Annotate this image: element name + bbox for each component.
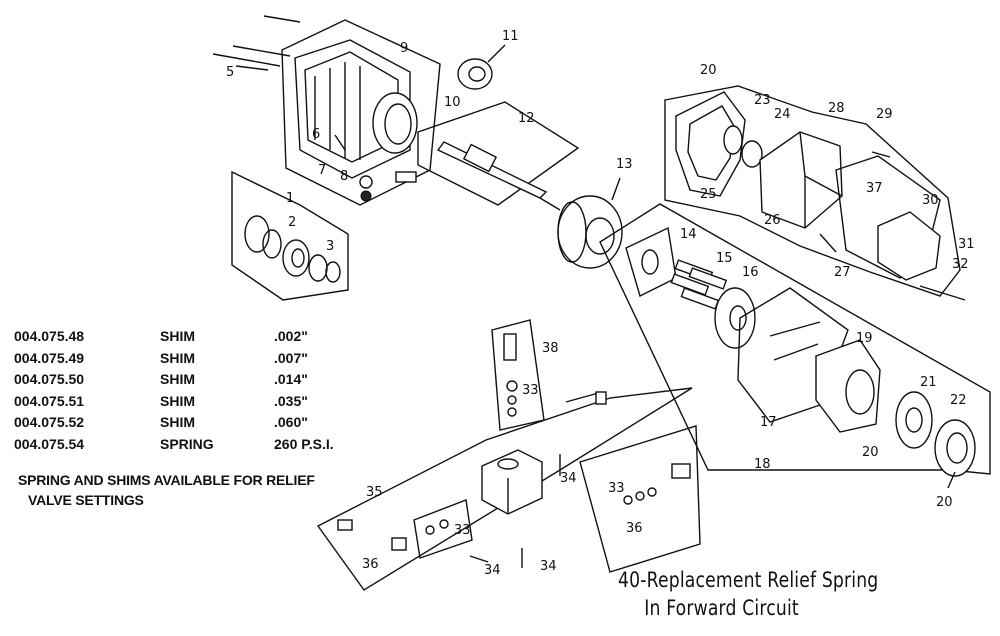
callout-34-bottom: 34 [540,559,557,574]
callout-26: 26 [764,213,781,228]
callout-36-left: 36 [362,557,379,572]
callout-2: 2 [288,215,296,230]
callout-24: 24 [774,107,791,122]
callout-20-top: 20 [700,63,717,78]
callout-1: 1 [286,191,294,206]
rotating-group [599,203,991,489]
note-line-1: SPRING AND SHIMS AVAILABLE FOR RELIEF [18,472,315,488]
part-description: SHIM [160,414,195,430]
callout-18: 18 [754,457,771,472]
caption-line-1: 40-Replacement Relief Spring [618,568,879,592]
part-description: SHIM [160,328,195,344]
callout-9: 9 [400,41,408,56]
callout-31: 31 [958,237,975,252]
valve-block-group [316,319,701,591]
callout-20-bottom: 20 [936,495,953,510]
part-value: .002" [274,328,308,344]
part-number: 004.075.52 [14,414,85,430]
part-value: .007" [274,349,308,366]
callout-23: 23 [754,93,771,108]
part-number: 004.075.54 [14,435,85,452]
callout-19: 19 [856,331,873,346]
part-description: SHIM [160,392,195,409]
callout-16: 16 [742,265,759,280]
part-number: 004.075.48 [14,328,85,344]
callout-13: 13 [616,157,633,172]
callout-3: 3 [326,239,334,254]
part-value: .014" [274,371,308,387]
callout-15: 15 [716,251,733,266]
table-row: 004.075.48 SHIM .002" [14,326,334,348]
part-number: 004.075.50 [14,371,85,387]
callout-34-left: 34 [484,563,501,578]
part-description: SHIM [160,349,195,366]
seal-bearing-group [231,170,349,301]
part-value: .035" [274,392,308,409]
callout-33-right: 33 [608,481,625,496]
callout-30: 30 [922,193,939,208]
callout-28: 28 [828,101,845,116]
part-value: 260 P.S.I. [274,435,334,452]
note-line-2: VALVE SETTINGS [28,492,144,508]
shaft-group [417,101,580,211]
callout-21: 21 [920,375,937,390]
callout-25: 25 [700,187,717,202]
callout-5: 5 [226,65,234,80]
callout-14: 14 [680,227,697,242]
callout-22: 22 [950,393,967,408]
callout-8: 8 [340,169,348,184]
callout-11: 11 [502,29,519,44]
callout-27: 27 [834,265,851,280]
part-description: SPRING [160,435,214,452]
callout-33-top: 33 [522,383,539,398]
gear-13 [557,177,623,269]
callout-10: 10 [444,95,461,110]
callout-6: 6 [312,127,320,142]
table-row: 004.075.51 SHIM .035" [14,391,334,413]
diagram-caption: 40-Replacement Relief Spring In Forward … [618,566,878,622]
table-row: 004.075.49 SHIM .007" [14,348,334,370]
callout-17: 17 [760,415,777,430]
part-number: 004.075.49 [14,349,85,366]
caption-line-2: In Forward Circuit [644,596,799,620]
callout-labels: 1 2 3 5 6 7 8 9 10 11 12 13 14 15 16 17 … [226,29,975,578]
relief-valve-note: SPRING AND SHIMS AVAILABLE FOR RELIEF VA… [18,470,315,510]
table-row: 004.075.50 SHIM .014" [14,369,334,391]
table-row: 004.075.54 SPRING 260 P.S.I. [14,434,334,456]
table-row: 004.075.52 SHIM .060" [14,412,334,434]
callout-36-right: 36 [626,521,643,536]
callout-37: 37 [866,181,883,196]
housing-group [212,15,506,206]
callout-33-left: 33 [454,523,471,538]
shim-spring-parts-table: 004.075.48 SHIM .002" 004.075.49 SHIM .0… [14,326,334,455]
callout-20-mid: 20 [862,445,879,460]
part-description: SHIM [160,371,195,387]
callout-32: 32 [952,257,969,272]
part-number: 004.075.51 [14,392,85,409]
end-cover-group [664,85,966,301]
callout-12: 12 [518,111,535,126]
callout-35: 35 [366,485,383,500]
callout-34-right: 34 [560,471,577,486]
callout-38: 38 [542,341,559,356]
callout-29: 29 [876,107,893,122]
callout-7: 7 [318,163,326,178]
part-value: .060" [274,414,308,430]
